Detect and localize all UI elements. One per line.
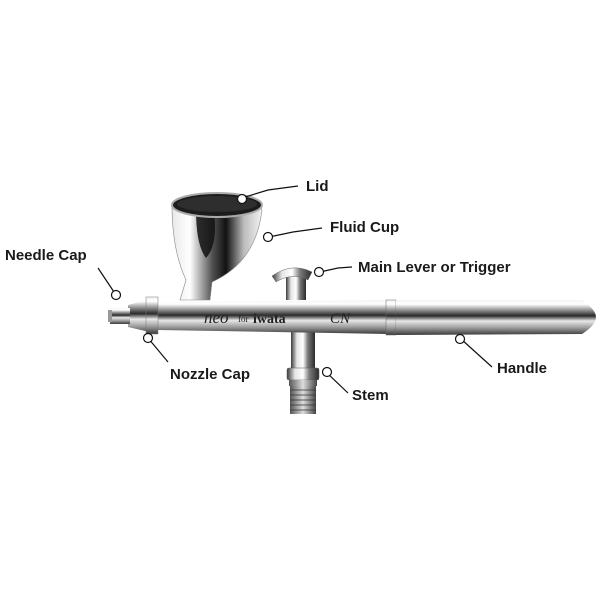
nozzle-assembly (108, 296, 159, 335)
label-stem: Stem (352, 387, 389, 404)
airbrush-illustration: neo for iwata CN (108, 192, 596, 414)
brand-model: neo (204, 308, 229, 327)
body-part (158, 299, 596, 336)
label-lid: Lid (306, 178, 329, 195)
label-fluid-cup: Fluid Cup (330, 219, 399, 236)
handle-part (396, 300, 596, 335)
branding: neo for iwata CN (204, 308, 351, 327)
label-main-lever: Main Lever or Trigger (358, 259, 511, 276)
callout-nozzle-cap: Nozzle Cap (142, 332, 250, 383)
callout-lid: Lid (236, 178, 329, 205)
brand-maker: iwata (253, 312, 286, 327)
callout-fluid-cup: Fluid Cup (262, 219, 399, 243)
trigger-part (271, 267, 313, 300)
callout-stem: Stem (321, 366, 389, 404)
callout-main-lever: Main Lever or Trigger (313, 259, 511, 278)
label-handle: Handle (497, 360, 547, 377)
fluid-cup-part (171, 192, 263, 301)
label-needle-cap: Needle Cap (5, 247, 87, 264)
label-nozzle-cap: Nozzle Cap (170, 366, 250, 383)
brand-for: for (238, 314, 249, 324)
stem-part (286, 330, 320, 414)
callout-needle-cap: Needle Cap (5, 247, 122, 301)
brand-series: CN (330, 311, 351, 327)
callout-handle: Handle (454, 333, 547, 377)
